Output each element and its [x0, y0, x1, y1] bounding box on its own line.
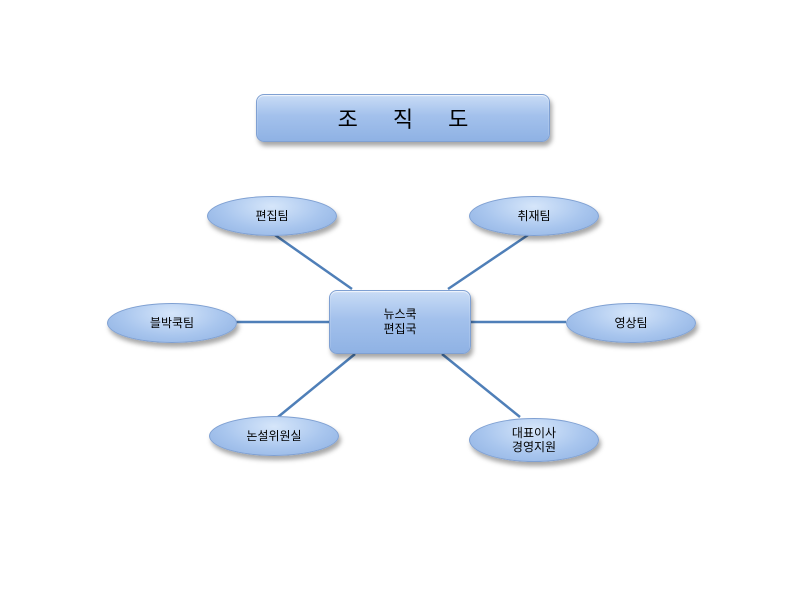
center-node-line1: 뉴스쿡	[383, 307, 417, 321]
node-editorial-office-label: 논설위원실	[246, 429, 302, 443]
node-reporting-team-label: 취재팀	[517, 209, 551, 223]
center-node-newsroom: 뉴스쿡 편집국	[329, 290, 471, 354]
connector-editorial-office	[277, 353, 356, 418]
node-video-team-label: 영상팀	[614, 316, 648, 330]
connector-reporting-team	[447, 233, 529, 291]
node-edit-team-label: 편집팀	[255, 209, 289, 223]
node-ceo-line2: 경영지원	[511, 440, 557, 454]
node-editorial-office: 논설위원실	[209, 416, 339, 456]
page-title: 조 직 도	[337, 108, 483, 133]
node-blog-team-label: 블박쿡팀	[149, 316, 195, 330]
title-box: 조 직 도	[256, 94, 550, 142]
connector-edit-team	[274, 233, 353, 291]
connector-ceo	[441, 353, 521, 418]
node-reporting-team: 취재팀	[469, 196, 599, 236]
node-ceo-management: 대표이사 경영지원	[469, 418, 599, 462]
node-blog-team: 블박쿡팀	[107, 303, 237, 343]
center-node-line2: 편집국	[383, 322, 417, 336]
node-edit-team: 편집팀	[207, 196, 337, 236]
node-ceo-line1: 대표이사	[511, 426, 557, 440]
node-video-team: 영상팀	[566, 303, 696, 343]
